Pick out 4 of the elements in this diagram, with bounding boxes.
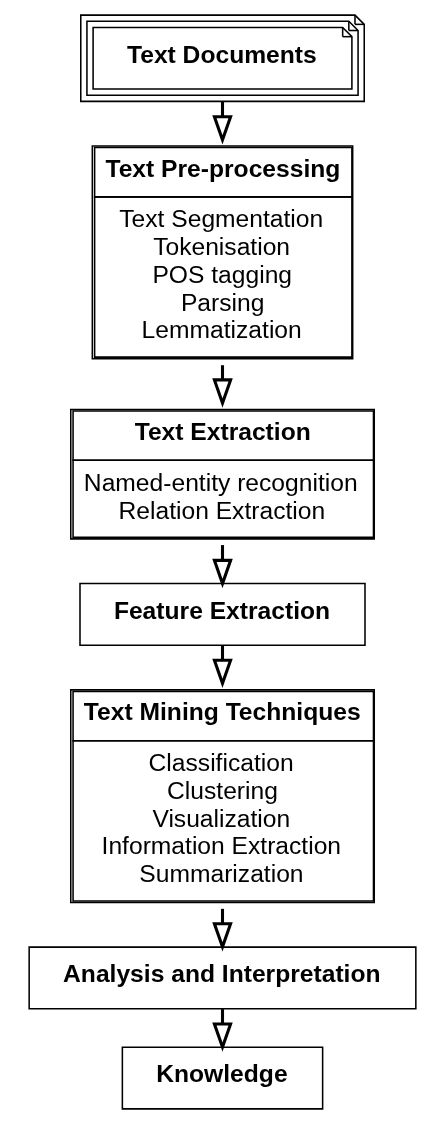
- node-box: Knowledge: [121, 1046, 324, 1110]
- node-box: Feature Extraction: [79, 582, 366, 646]
- arrow: [212, 645, 233, 688]
- node-box: Analysis and Interpretation: [28, 946, 417, 1010]
